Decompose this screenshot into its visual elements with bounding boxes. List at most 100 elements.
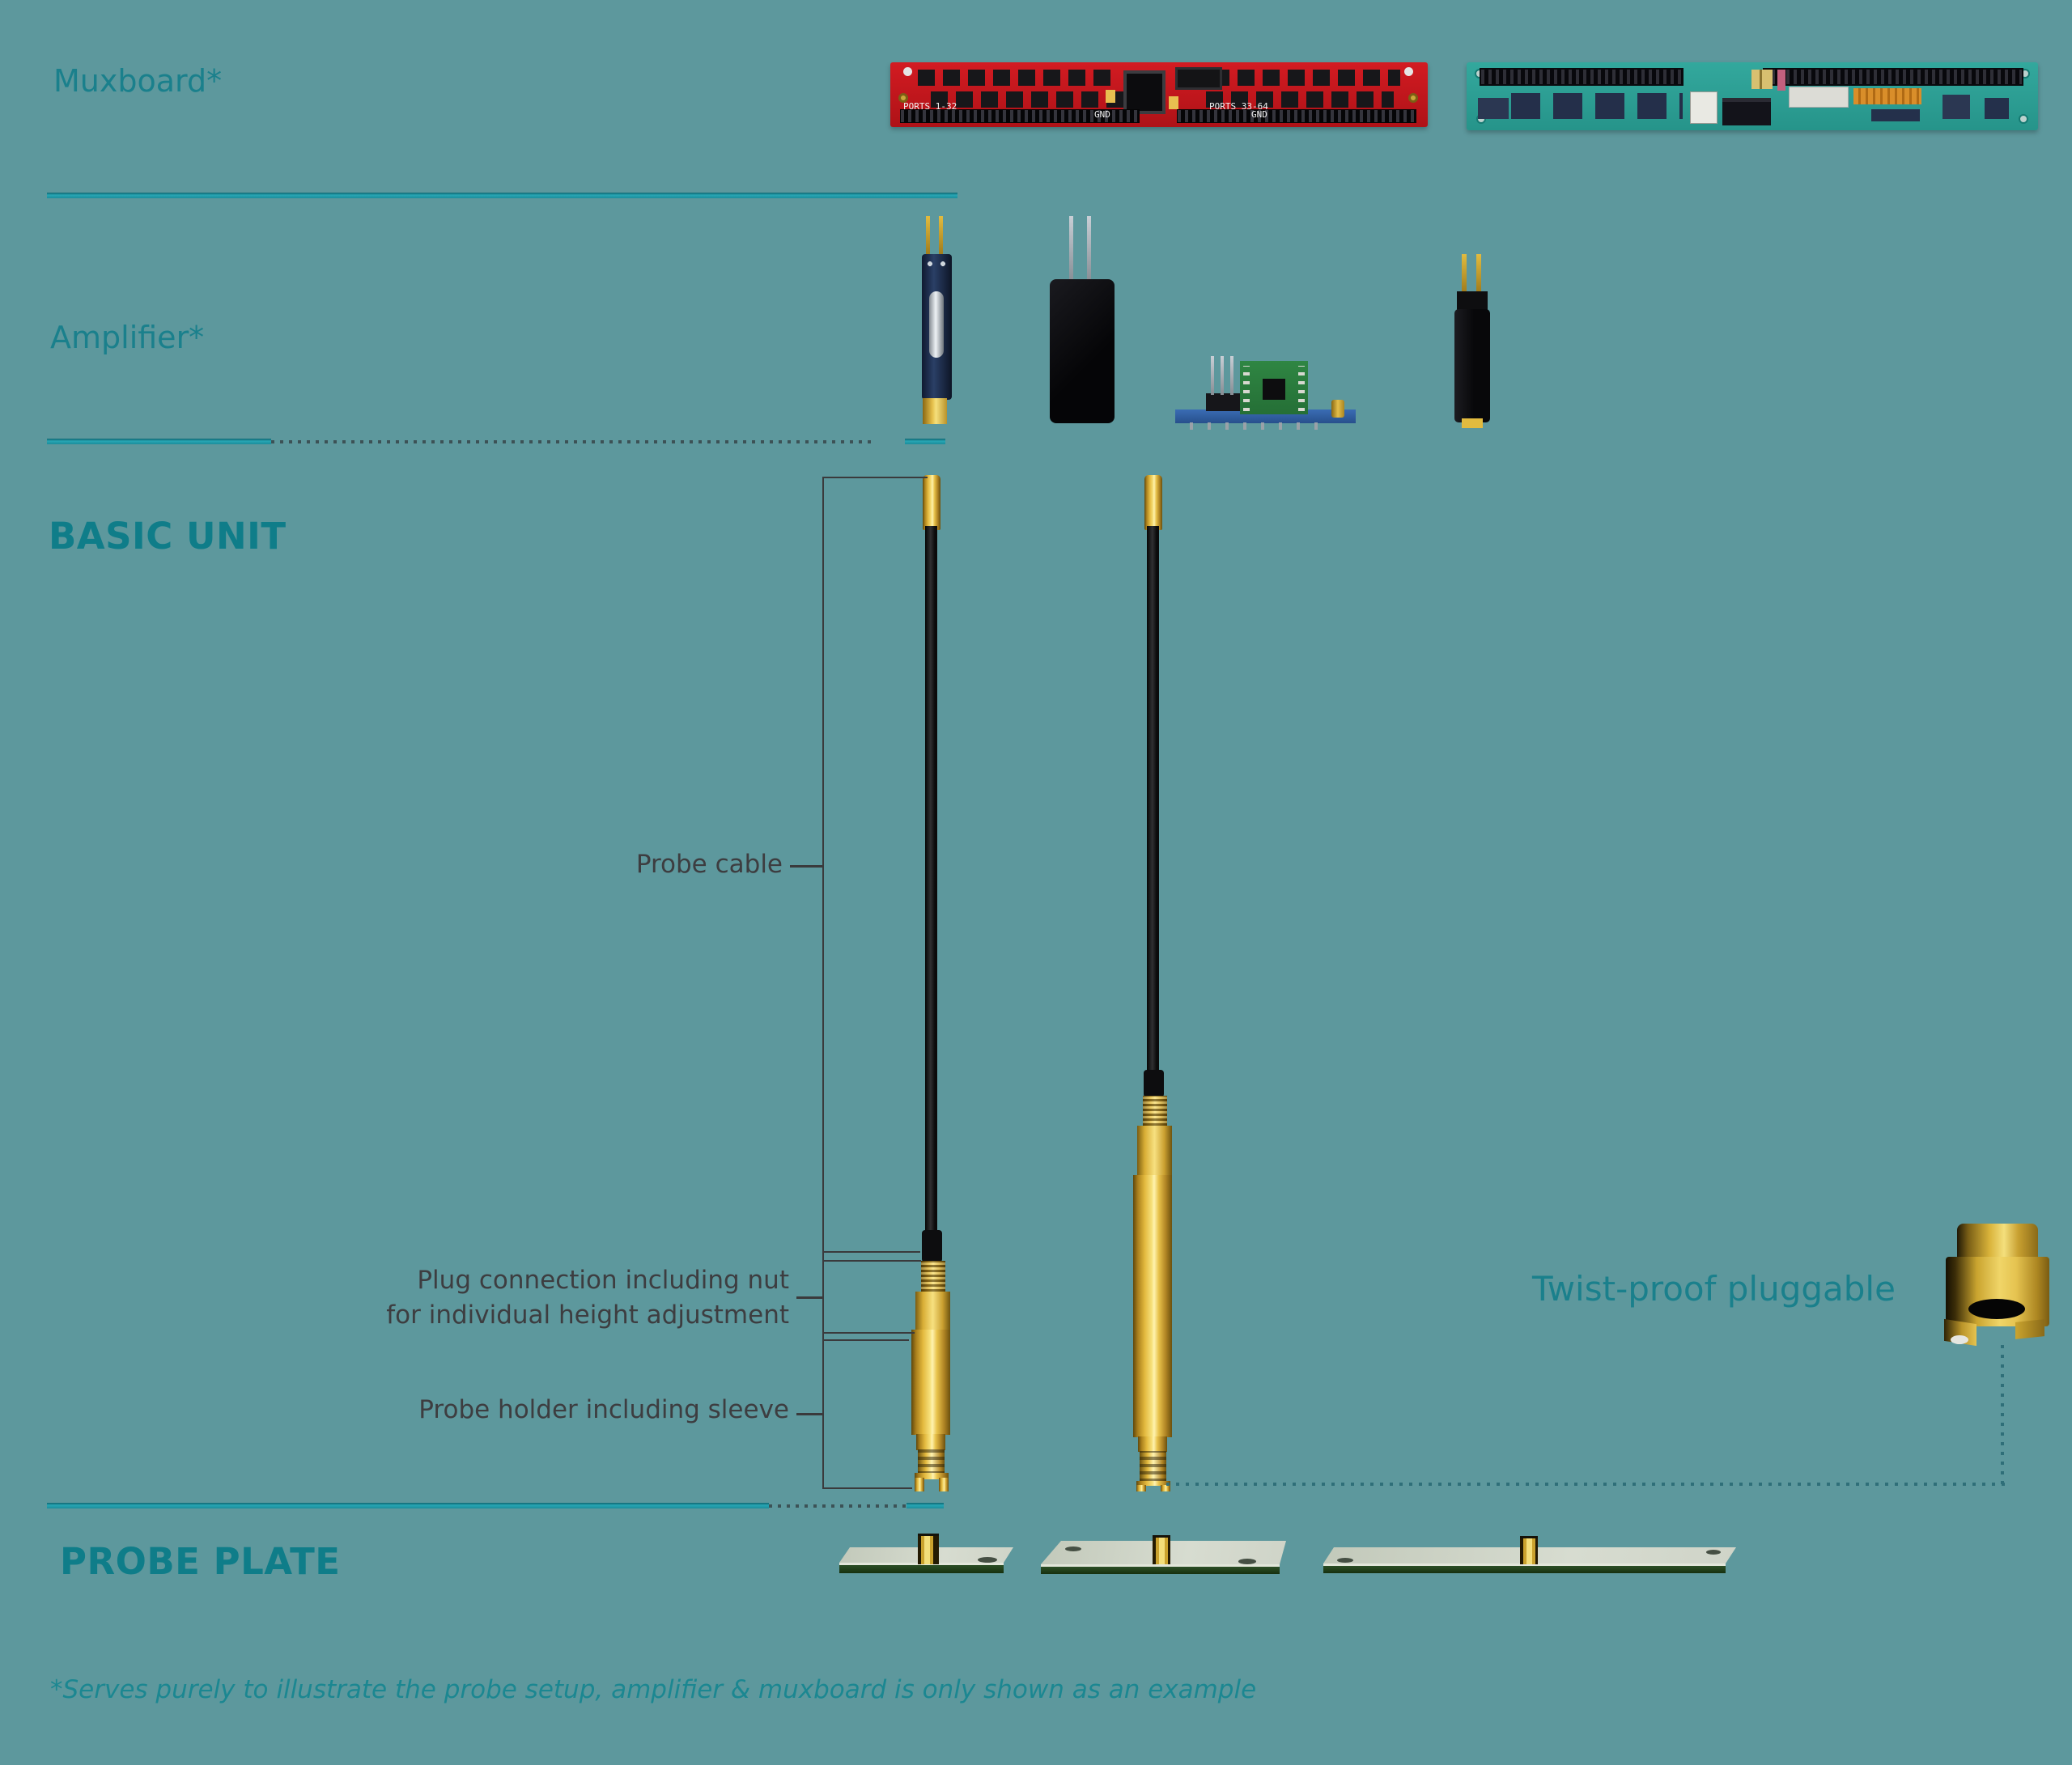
amplifier-black-stick — [1454, 309, 1490, 422]
relay-row — [1206, 91, 1394, 108]
label-sticker — [1789, 87, 1849, 108]
leader-line — [790, 865, 823, 868]
pcb-mount-hole — [1408, 93, 1418, 103]
cable-strain-relief — [922, 1230, 942, 1262]
pcb-mount-hole — [1404, 67, 1413, 76]
amplifier-chip — [1263, 379, 1285, 400]
twist-proof-label: Twist-proof pluggable — [1532, 1269, 1896, 1309]
plate-receptacle — [918, 1534, 939, 1564]
probe-plate-edge — [1323, 1563, 1726, 1566]
probe-tip-prong — [915, 1478, 924, 1491]
pcb-mount-hole — [903, 67, 912, 76]
plate-hole — [1238, 1559, 1256, 1564]
ic-chip — [1478, 98, 1509, 119]
amplifier-pin — [1476, 254, 1481, 296]
callout-bracket-line — [822, 477, 824, 1489]
probe-plate-side — [839, 1565, 1004, 1573]
gnd-silkscreen: GND — [1094, 109, 1110, 120]
basic-unit-heading: BASIC UNIT — [49, 515, 287, 558]
plug-thread — [1143, 1096, 1167, 1126]
idc-header — [1722, 98, 1771, 125]
amplifier-pin — [1211, 356, 1214, 395]
ic-chip — [1871, 109, 1920, 121]
probe-cable-left — [925, 526, 937, 1232]
capacitor — [1169, 96, 1178, 109]
capacitor — [1106, 90, 1115, 103]
amplifier-socket — [1206, 393, 1240, 411]
twist-proof-connector-leg — [2015, 1319, 2044, 1339]
muxboard-section-label: Muxboard* — [53, 63, 223, 99]
amplifier-pin — [1069, 216, 1073, 282]
ports-left-silkscreen: PORTS 1-32 — [903, 101, 957, 112]
amplifier-gold-tab — [1462, 418, 1483, 428]
solder-pads — [926, 261, 948, 267]
qfp-chip — [1123, 70, 1166, 114]
dip-switch — [1690, 91, 1717, 124]
amplifier-pin — [926, 216, 930, 258]
probe-tip — [1136, 1481, 1170, 1486]
plate-hole — [1337, 1558, 1353, 1563]
muxboard-red-pcb: PORTS 1-32 PORTS 33-64 GND GND — [890, 62, 1428, 127]
twist-proof-connector-slot — [1968, 1299, 2025, 1319]
footnote-text: *Serves purely to illustrate the probe s… — [50, 1675, 1257, 1704]
gold-contact — [1331, 400, 1344, 418]
amplifier-pin — [1221, 356, 1224, 395]
probe-holder-step — [1138, 1436, 1167, 1452]
separator-muxboard — [47, 193, 957, 198]
pcb-mount-hole — [2019, 114, 2028, 124]
amplifier-socket — [1457, 291, 1488, 311]
leader-line — [796, 1413, 823, 1415]
separator-probe-plate-dotted — [769, 1504, 906, 1508]
amplifier-gold-connector — [923, 398, 947, 424]
separator-amplifier-left — [47, 439, 271, 444]
relay-row — [918, 70, 1116, 86]
plug-connection-line2: for individual height adjustment — [386, 1300, 789, 1330]
probe-sleeve — [1140, 1451, 1166, 1482]
amplifier-pin — [939, 216, 943, 258]
muxboard-green-pcb — [1467, 62, 2038, 130]
probe-plate-side — [1041, 1567, 1280, 1574]
gnd-silkscreen: GND — [1251, 109, 1267, 120]
probe-tip-prong — [939, 1478, 949, 1491]
amplifier-pin — [1230, 356, 1233, 395]
separator-probe-plate-right — [906, 1503, 944, 1508]
solder-pads — [1243, 366, 1250, 411]
plate-hole — [978, 1557, 997, 1563]
dip-chip-row — [1511, 93, 1683, 119]
bracket-tick — [822, 1487, 912, 1489]
idc-header — [1175, 67, 1222, 90]
probe-tip — [915, 1473, 949, 1479]
bracket-tick — [822, 1339, 909, 1341]
probe-top-connector — [1144, 475, 1162, 530]
probe-top-connector — [923, 475, 940, 530]
plug-connection-line1: Plug connection including nut — [417, 1266, 789, 1295]
amplifier-pin — [1462, 254, 1467, 296]
pin-header — [1480, 68, 1684, 86]
solder-pads — [1298, 366, 1305, 411]
separator-amplifier-dotted — [271, 440, 874, 443]
plug-thread — [921, 1261, 945, 1292]
probe-holder-step — [916, 1434, 945, 1450]
probe-plate-heading: PROBE PLATE — [60, 1540, 341, 1583]
dotted-reference-line-vertical — [2001, 1343, 2004, 1484]
amplifier-bottom-pins — [1190, 422, 1319, 430]
bracket-tick — [822, 1251, 920, 1253]
amplifier-section-label: Amplifier* — [50, 320, 205, 355]
amplifier-black-module — [1050, 279, 1115, 423]
socket-strip — [1177, 109, 1416, 123]
bracket-tick — [822, 1332, 915, 1334]
pcb-mount-hole — [898, 93, 908, 103]
probe-plate-edge — [1041, 1564, 1280, 1567]
plate-hole — [1706, 1550, 1721, 1555]
resistor-array — [1853, 88, 1921, 104]
probe-tip-prong — [1136, 1485, 1146, 1491]
plug-connection-callout: Plug connection including nut for indivi… — [386, 1263, 789, 1333]
probe-sleeve — [918, 1449, 945, 1474]
ic-chip — [1942, 95, 1970, 119]
pin-header — [1763, 68, 2023, 86]
amplifier-base-board — [1175, 409, 1356, 423]
probe-cable-right — [1147, 526, 1159, 1071]
probe-holder-body — [911, 1330, 950, 1435]
height-adjustment-nut — [1137, 1126, 1172, 1175]
